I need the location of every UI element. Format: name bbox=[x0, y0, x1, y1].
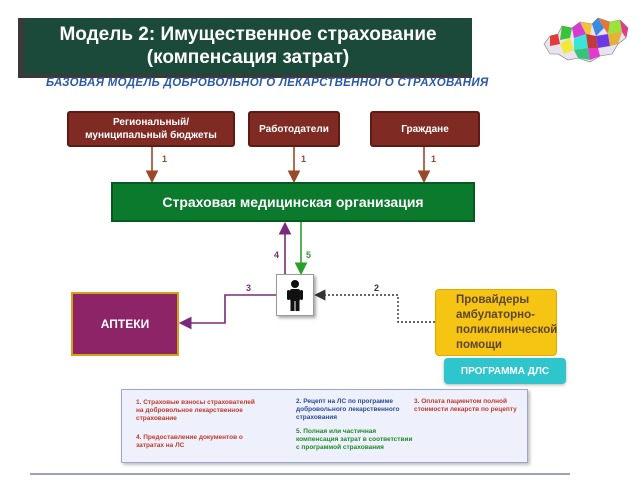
bottom-rule bbox=[30, 473, 570, 475]
edge-label-1c: 1 bbox=[431, 154, 436, 164]
patient-box bbox=[276, 274, 314, 316]
edge-providers-patient bbox=[314, 289, 435, 323]
employers-box: Работодатели bbox=[248, 111, 340, 147]
diagram-subtitle: БАЗОВАЯ МОДЕЛЬ ДОБРОВОЛЬНОГО ЛЕКАРСТВЕНН… bbox=[46, 77, 489, 89]
slide-title: Модель 2: Имущественное страхование (ком… bbox=[24, 18, 472, 74]
legend-item-1: 1. Страховые взносы страхователей на доб… bbox=[136, 399, 255, 422]
legend-item-5: 5. Полная или частичная компенсация затр… bbox=[296, 428, 413, 451]
legend-item-3: 3. Оплата пациентом полной стоимости лек… bbox=[414, 398, 517, 413]
program-box: ПРОГРАММА ДЛС bbox=[444, 358, 566, 384]
edge-label-4: 4 bbox=[274, 250, 279, 260]
title-line-2: (компенсация затрат) bbox=[146, 47, 350, 68]
legend-item-2: 2. Рецепт на ЛС по программе добровольно… bbox=[296, 398, 400, 421]
citizens-box: Граждане bbox=[370, 111, 480, 147]
edge-label-3: 3 bbox=[246, 283, 251, 293]
insurer-box: Страховая медицинская организация bbox=[111, 182, 475, 222]
legend-item-4: 4. Предоставление документов о затратах … bbox=[136, 434, 243, 449]
edge-patient-pharmacies bbox=[178, 294, 276, 330]
pharmacies-box: АПТЕКИ bbox=[71, 292, 179, 356]
budgets-box: Региональный/муниципальный бюджеты bbox=[67, 111, 235, 147]
edge-label-1a: 1 bbox=[162, 154, 167, 164]
russia-map-icon bbox=[543, 17, 629, 63]
edge-label-2: 2 bbox=[374, 283, 379, 293]
legend-box: 1. Страховые взносы страхователей на доб… bbox=[121, 389, 528, 463]
edge-label-5: 5 bbox=[306, 250, 311, 260]
title-line-1: Модель 2: Имущественное страхование bbox=[59, 24, 437, 45]
person-icon bbox=[287, 280, 303, 311]
edge-label-1b: 1 bbox=[301, 154, 306, 164]
providers-box: Провайдеры амбулаторно-поликлинической п… bbox=[435, 289, 557, 356]
